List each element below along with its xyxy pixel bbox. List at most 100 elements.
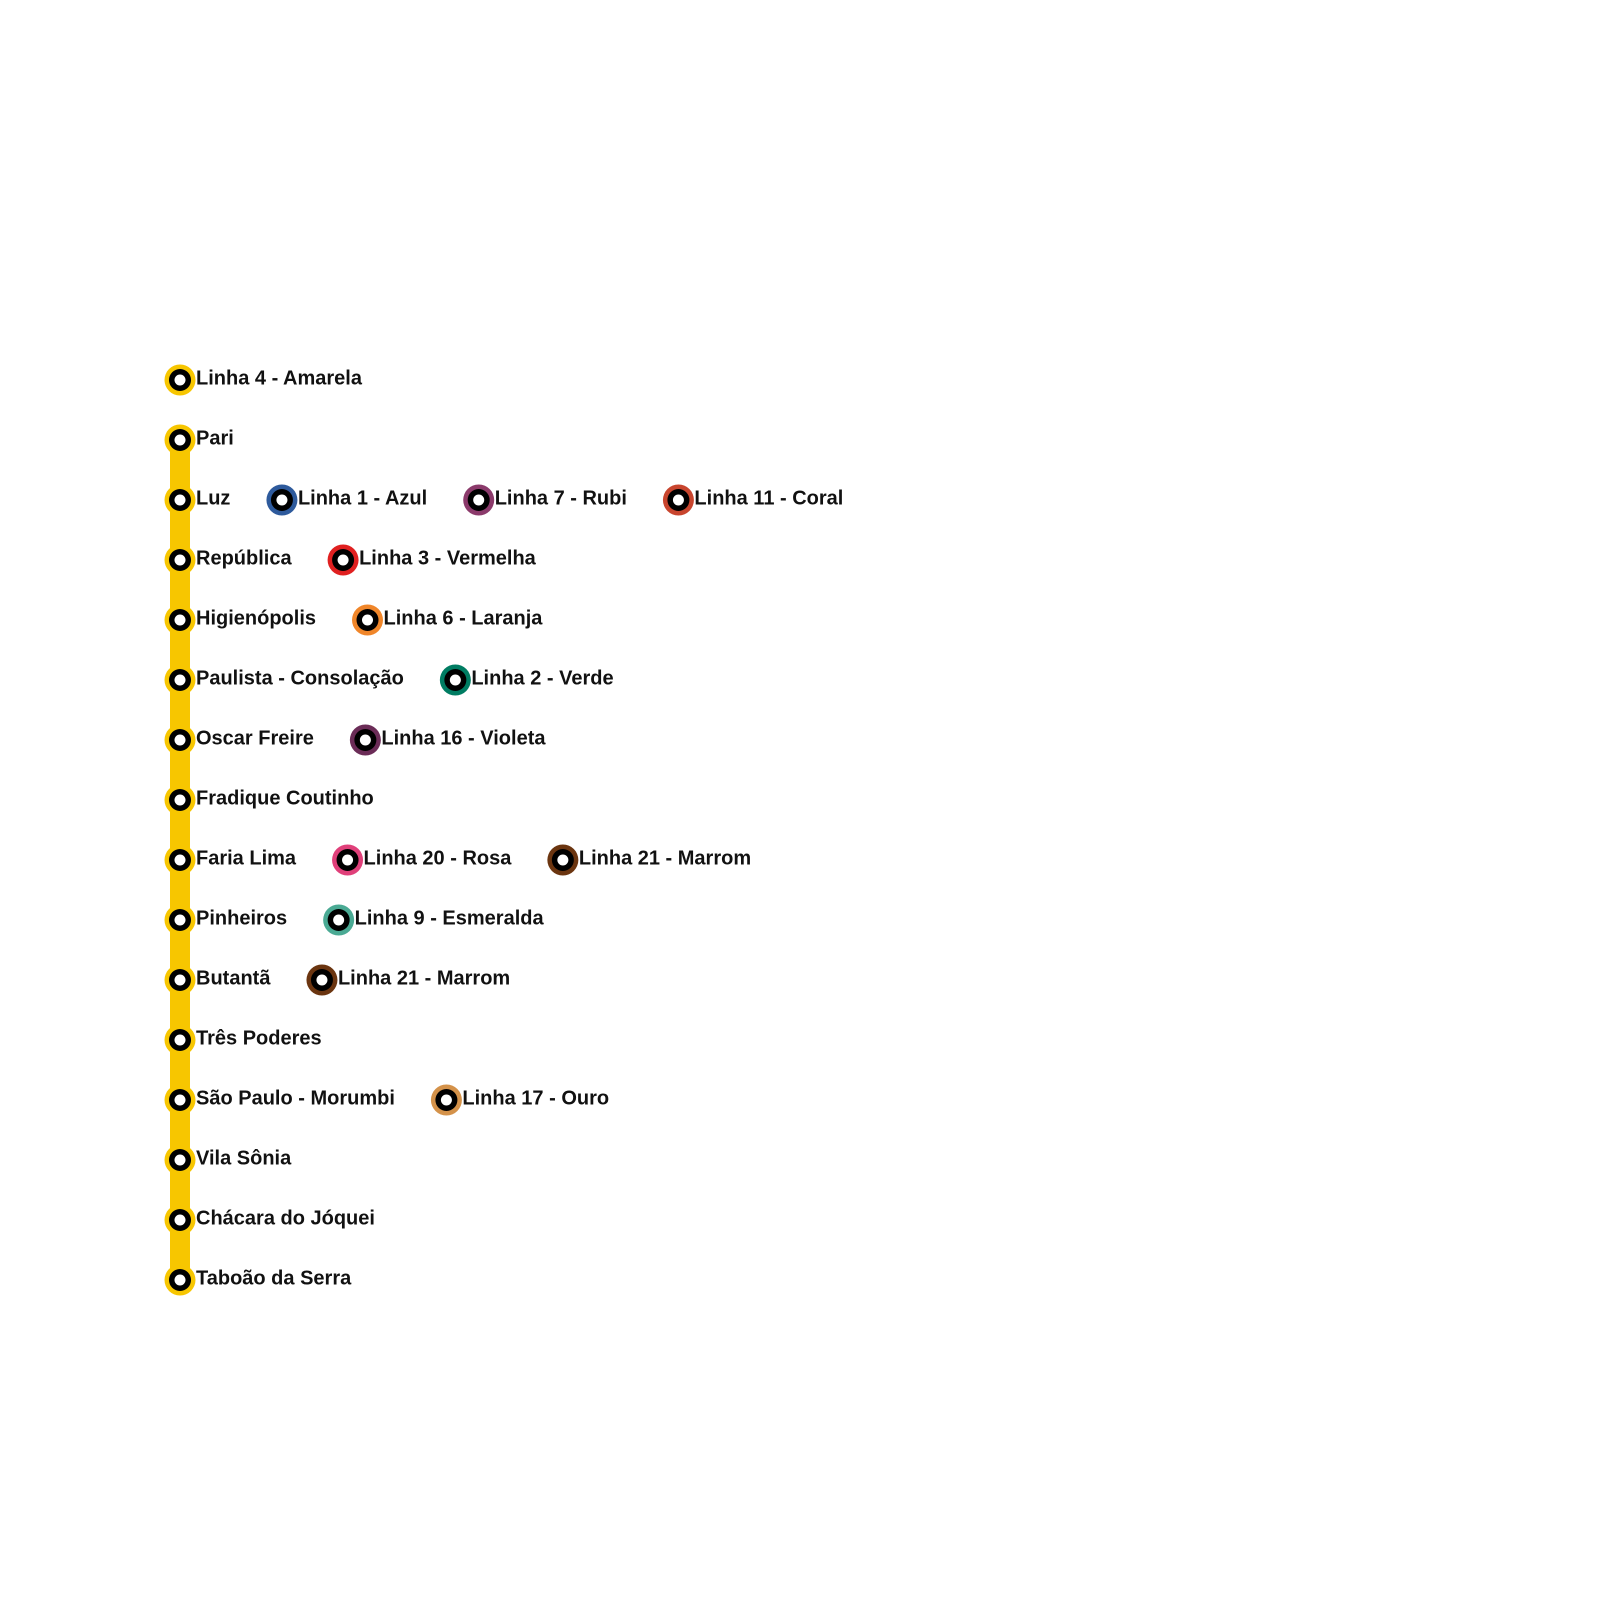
connection-label: Linha 2 - Verde xyxy=(471,667,613,689)
station-label: Vila Sônia xyxy=(196,1147,292,1169)
station-marker xyxy=(164,484,196,516)
station-marker-center xyxy=(174,1094,186,1106)
connection-marker-center xyxy=(276,494,288,506)
station-marker-center xyxy=(174,794,186,806)
station-marker xyxy=(164,1024,196,1056)
station-row: Chácara do Jóquei xyxy=(164,1204,375,1236)
connection-marker xyxy=(352,604,383,636)
station-marker xyxy=(164,1144,196,1176)
connection-marker-center xyxy=(316,974,328,986)
connection-label: Linha 6 - Laranja xyxy=(384,607,544,629)
station-row: Higienópolis Linha 6 - Laranja xyxy=(164,604,544,636)
connection-label: Linha 7 - Rubi xyxy=(495,487,627,509)
station-marker xyxy=(164,844,196,876)
station-marker-center xyxy=(174,1034,186,1046)
station-marker xyxy=(164,604,196,636)
station-marker-center xyxy=(174,434,186,446)
station-label: Fradique Coutinho xyxy=(196,787,374,809)
station-marker-center xyxy=(174,494,186,506)
station-marker-center xyxy=(174,854,186,866)
station-row: Pinheiros Linha 9 - Esmeralda xyxy=(164,904,545,936)
connection-label: Linha 9 - Esmeralda xyxy=(355,907,545,929)
connection-marker-center xyxy=(362,614,373,626)
connection-label: Linha 20 - Rosa xyxy=(364,847,513,869)
connection-badge: Linha 1 - Azul xyxy=(266,484,427,516)
connection-marker xyxy=(306,964,338,996)
station-marker-center xyxy=(174,1214,186,1226)
station-marker-center xyxy=(174,614,186,626)
station-row: Paulista - Consolação Linha 2 - Verde xyxy=(164,664,614,696)
connection-badge: Linha 16 - Violeta xyxy=(349,724,546,756)
connection-badge: Linha 17 - Ouro xyxy=(430,1084,609,1116)
station-marker xyxy=(164,664,196,696)
connection-badge: Linha 9 - Esmeralda xyxy=(323,904,545,936)
station-label: Pinheiros xyxy=(196,907,287,929)
connection-marker xyxy=(662,484,694,516)
connection-badge: Linha 2 - Verde xyxy=(439,664,614,696)
station-marker-center xyxy=(174,974,186,986)
connection-marker-center xyxy=(342,854,354,866)
connection-label: Linha 21 - Marrom xyxy=(338,967,510,989)
connection-marker-center xyxy=(337,554,349,566)
station-marker-center xyxy=(174,734,186,746)
station-marker-center xyxy=(174,1154,186,1166)
line-title-marker-center xyxy=(174,374,186,386)
connection-label: Linha 1 - Azul xyxy=(298,487,427,509)
station-label: Faria Lima xyxy=(196,847,297,869)
station-row: São Paulo - Morumbi Linha 17 - Ouro xyxy=(164,1084,609,1116)
station-row: Pari xyxy=(164,424,234,456)
connection-marker xyxy=(327,544,359,576)
connection-marker xyxy=(332,844,364,876)
station-marker xyxy=(164,964,196,996)
station-label: Taboão da Serra xyxy=(196,1267,352,1289)
connection-marker xyxy=(439,664,471,696)
connection-label: Linha 17 - Ouro xyxy=(462,1087,609,1109)
connection-badge: Linha 21 - Marrom xyxy=(547,844,751,876)
station-label: Paulista - Consolação xyxy=(196,667,404,689)
station-row: Faria Lima Linha 20 - Rosa Linha 21 - Marr… xyxy=(164,844,751,876)
station-row: Fradique Coutinho xyxy=(164,784,374,816)
connection-marker xyxy=(430,1084,462,1116)
connection-label: Linha 11 - Coral xyxy=(694,487,843,509)
connection-marker-center xyxy=(557,854,569,866)
station-label: Três Poderes xyxy=(196,1027,322,1049)
connection-marker-center xyxy=(672,494,684,506)
connection-marker xyxy=(547,844,579,876)
connection-marker xyxy=(349,724,381,756)
connection-badge: Linha 6 - Laranja xyxy=(352,604,544,636)
station-label: Higienópolis xyxy=(196,607,316,629)
connection-marker-center xyxy=(359,734,371,746)
station-row: Luz Linha 1 - Azul Linha 7 - Rubi Linha 11 … xyxy=(164,484,843,516)
station-marker xyxy=(164,1204,196,1236)
connection-marker xyxy=(463,484,495,516)
station-label: República xyxy=(196,547,292,569)
station-marker-center xyxy=(174,554,186,566)
station-marker xyxy=(164,1264,196,1296)
connection-label: Linha 16 - Violeta xyxy=(381,727,546,749)
station-marker xyxy=(164,784,196,816)
connection-badge: Linha 7 - Rubi xyxy=(463,484,627,516)
connection-marker xyxy=(266,484,298,516)
station-label: Luz xyxy=(196,487,230,509)
connection-label: Linha 21 - Marrom xyxy=(579,847,751,869)
line-title-marker xyxy=(164,364,196,396)
connection-badge: Linha 21 - Marrom xyxy=(306,964,510,996)
line-title: Linha 4 - Amarela xyxy=(164,364,363,396)
connection-badge: Linha 20 - Rosa xyxy=(332,844,513,876)
station-label: São Paulo - Morumbi xyxy=(196,1087,395,1109)
connection-badge: Linha 11 - Coral xyxy=(662,484,843,516)
connection-marker xyxy=(323,904,355,936)
connection-badge: Linha 3 - Vermelha xyxy=(327,544,537,576)
station-row: Taboão da Serra xyxy=(164,1264,352,1296)
station-marker-center xyxy=(174,914,186,926)
station-row: Três Poderes xyxy=(164,1024,322,1056)
station-row: Vila Sônia xyxy=(164,1144,292,1176)
station-row: Butantã Linha 21 - Marrom xyxy=(164,964,510,996)
station-marker xyxy=(164,424,196,456)
station-label: Butantã xyxy=(196,967,271,989)
station-label: Chácara do Jóquei xyxy=(196,1207,375,1229)
station-row: República Linha 3 - Vermelha xyxy=(164,544,537,576)
station-marker-center xyxy=(174,1274,186,1286)
